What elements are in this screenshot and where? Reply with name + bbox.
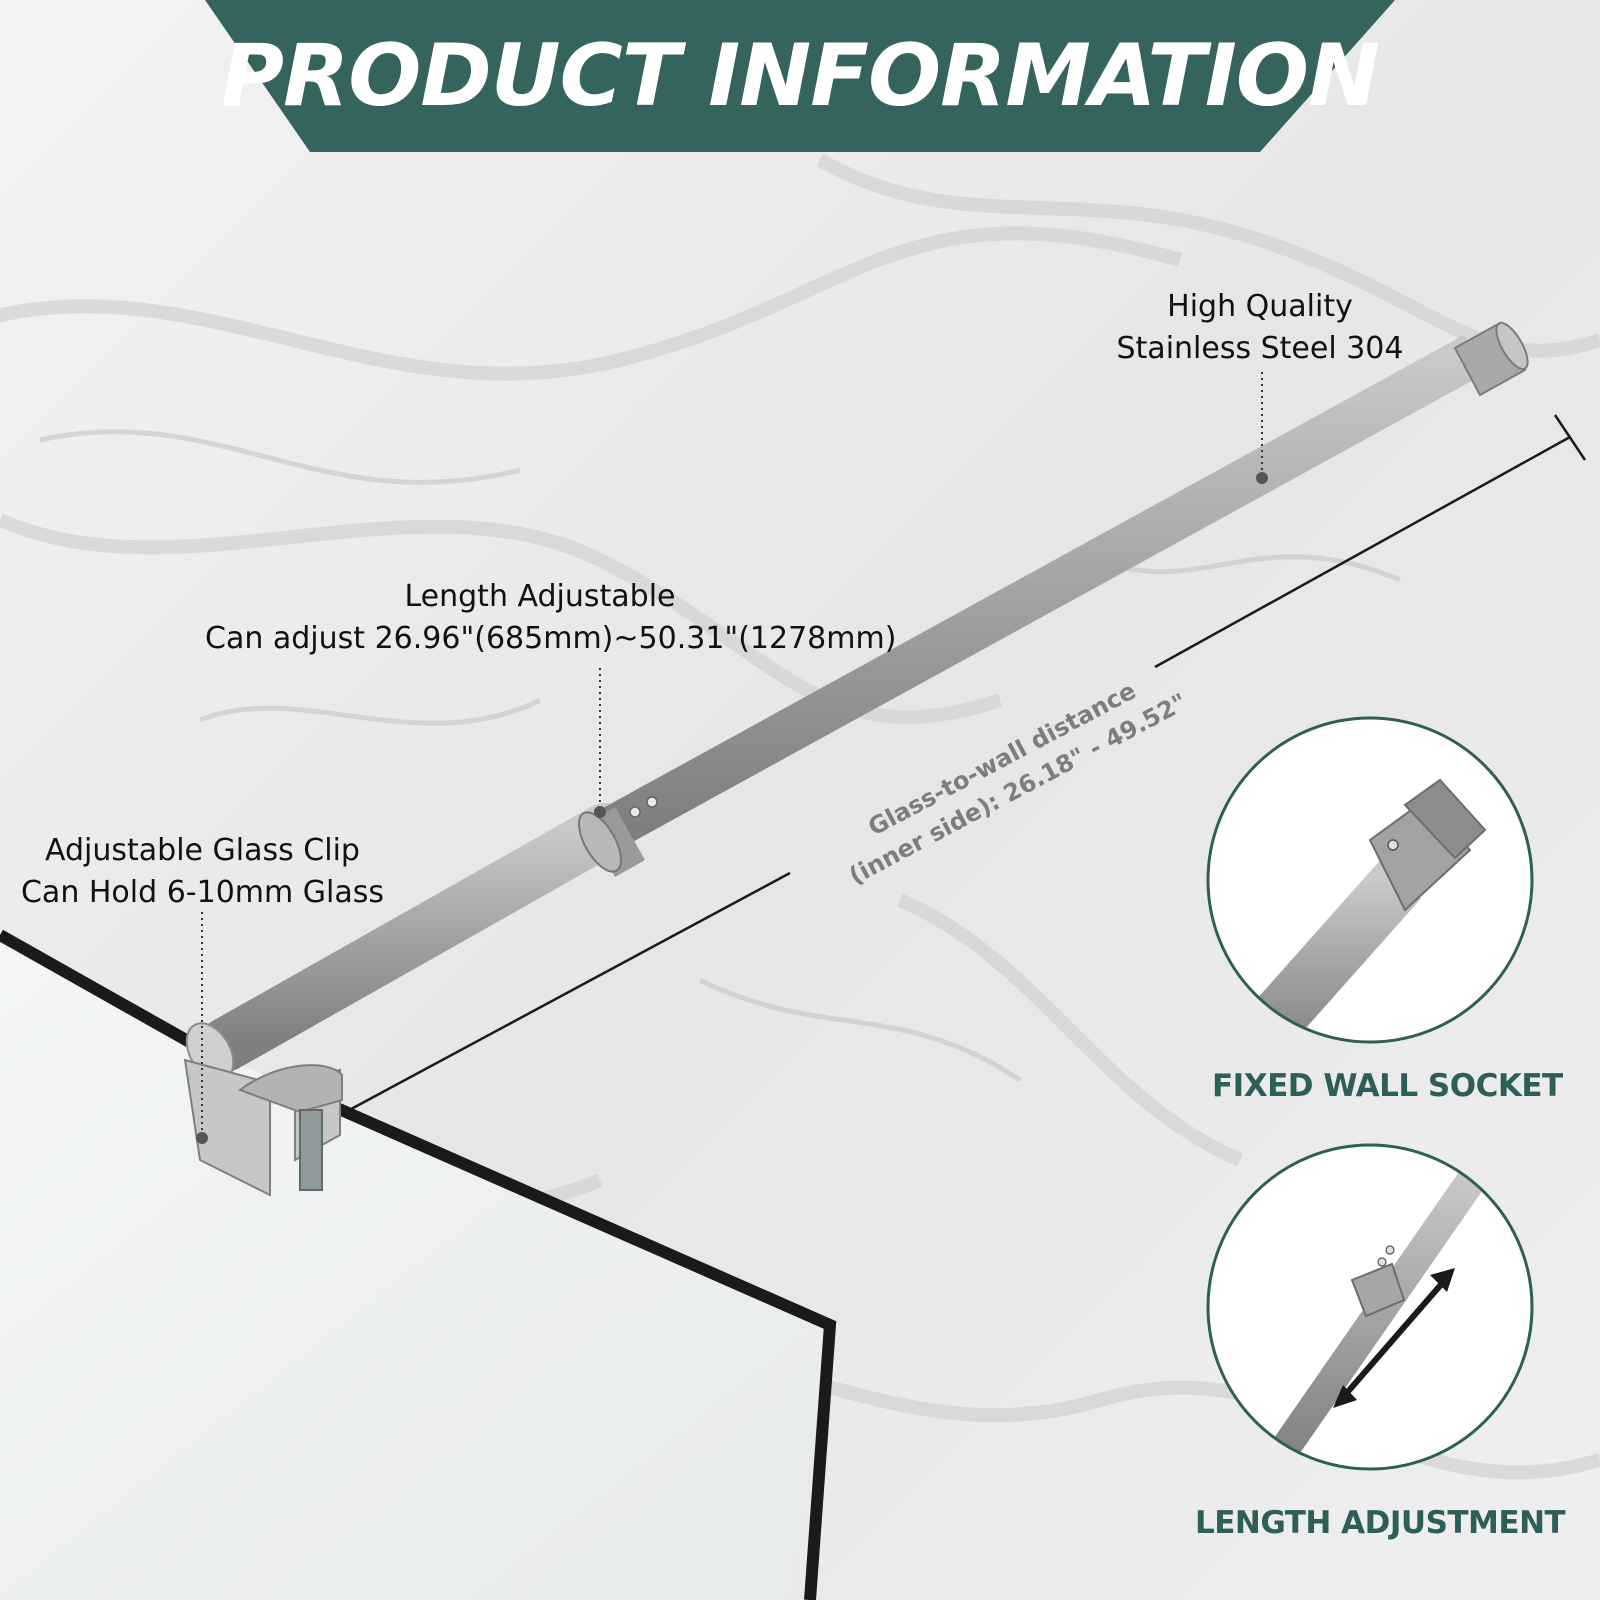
dimension-line <box>339 414 1587 1117</box>
stabilizer-rod <box>185 321 1529 1082</box>
callout-length-line2: Can adjust 26.96"(685mm)~50.31"(1278mm) <box>205 621 897 656</box>
callout-glass-clip: Adjustable Glass Clip Can Hold 6-10mm Gl… <box>10 830 395 914</box>
callout-stainless-line1: High Quality <box>1167 289 1353 324</box>
stainless-marker <box>1256 472 1268 484</box>
callout-clip-line2: Can Hold 6-10mm Glass <box>20 875 384 910</box>
length-marker <box>594 806 606 818</box>
callout-leaders <box>201 372 1263 1138</box>
glass-clip-icon <box>183 1058 343 1197</box>
callout-stainless-line2: Stainless Steel 304 <box>1116 331 1404 366</box>
clip-marker <box>196 1132 208 1144</box>
callout-stainless-steel: High Quality Stainless Steel 304 <box>1105 286 1415 370</box>
callout-clip-line1: Adjustable Glass Clip <box>45 833 360 868</box>
inset-length-adjustment <box>1206 1143 1534 1471</box>
screw-icon <box>629 806 641 818</box>
page-title: PRODUCT INFORMATION <box>221 26 1380 126</box>
callout-length-adjustable: Length Adjustable Can adjust 26.96"(685m… <box>205 576 897 660</box>
double-arrow-icon <box>1333 1268 1455 1408</box>
caption-fixed-wall-socket: FIXED WALL SOCKET <box>1212 1068 1563 1104</box>
inset-fixed-wall-socket <box>1206 716 1534 1044</box>
callout-length-line1: Length Adjustable <box>404 579 676 614</box>
caption-length-adjustment: LENGTH ADJUSTMENT <box>1195 1505 1566 1541</box>
marble-fine-veins <box>39 429 1401 1083</box>
title-banner <box>205 0 1395 152</box>
